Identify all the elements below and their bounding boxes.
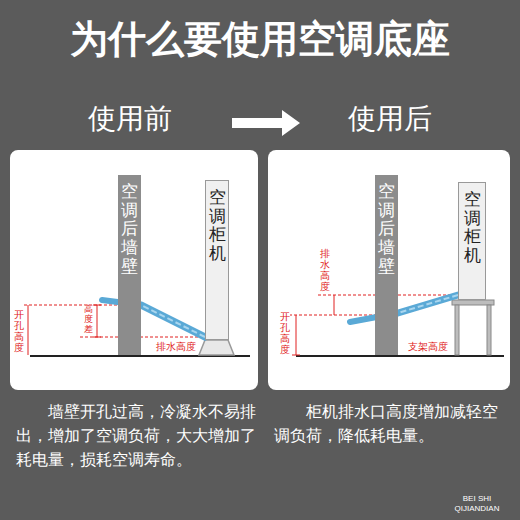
subtitle: 使用后 (330, 100, 450, 138)
node-label: 空调柜机 (209, 189, 226, 264)
unit-base (199, 340, 234, 355)
watermark: QIJIANDIAN (440, 504, 514, 513)
dimension-label: 高度差 (84, 305, 93, 335)
stand (452, 300, 494, 355)
dimension-lines (284, 295, 458, 355)
pipe-highlight (141, 305, 205, 337)
dimension-label: 排水高度 (320, 248, 330, 292)
drain-pipe (141, 305, 205, 337)
caption-text: 墙壁开孔过高，冷凝水不易排出，增加了空调负荷，大大增加了耗电量，损耗空调寿命。 (16, 400, 256, 472)
watermark: BEI SHI (440, 494, 514, 503)
dimension-label: 开孔高度 (14, 309, 24, 353)
ac-unit-box: 空调柜机 (458, 182, 486, 300)
ground-line (296, 355, 504, 357)
caption-text: 柜机排水口高度增加减轻空调负荷，降低耗电量。 (274, 400, 510, 448)
wall-column: 空调后墙壁 (375, 175, 398, 355)
wall-column: 空调后墙壁 (118, 175, 141, 355)
pipe-body (398, 295, 458, 313)
subtitle: 使用前 (70, 100, 190, 138)
pipe-body (141, 305, 205, 337)
node-label: 空调柜机 (464, 191, 481, 266)
dimension-label: 开孔高度 (280, 311, 290, 355)
title: 为什么要使用空调底座 (0, 14, 520, 65)
ac-unit-box: 空调柜机 (205, 180, 229, 340)
panel (10, 150, 258, 390)
panel (268, 150, 510, 390)
dimension-label: 支架高度 (408, 340, 448, 354)
dimension-lines (24, 305, 205, 355)
header-arrow (232, 110, 300, 136)
node-label: 空调后墙壁 (121, 183, 138, 276)
pipe-highlight (398, 295, 458, 313)
dimension-label: 排水高度 (156, 340, 196, 354)
node-label: 空调后墙壁 (378, 183, 395, 276)
drain-pipe (398, 295, 458, 313)
